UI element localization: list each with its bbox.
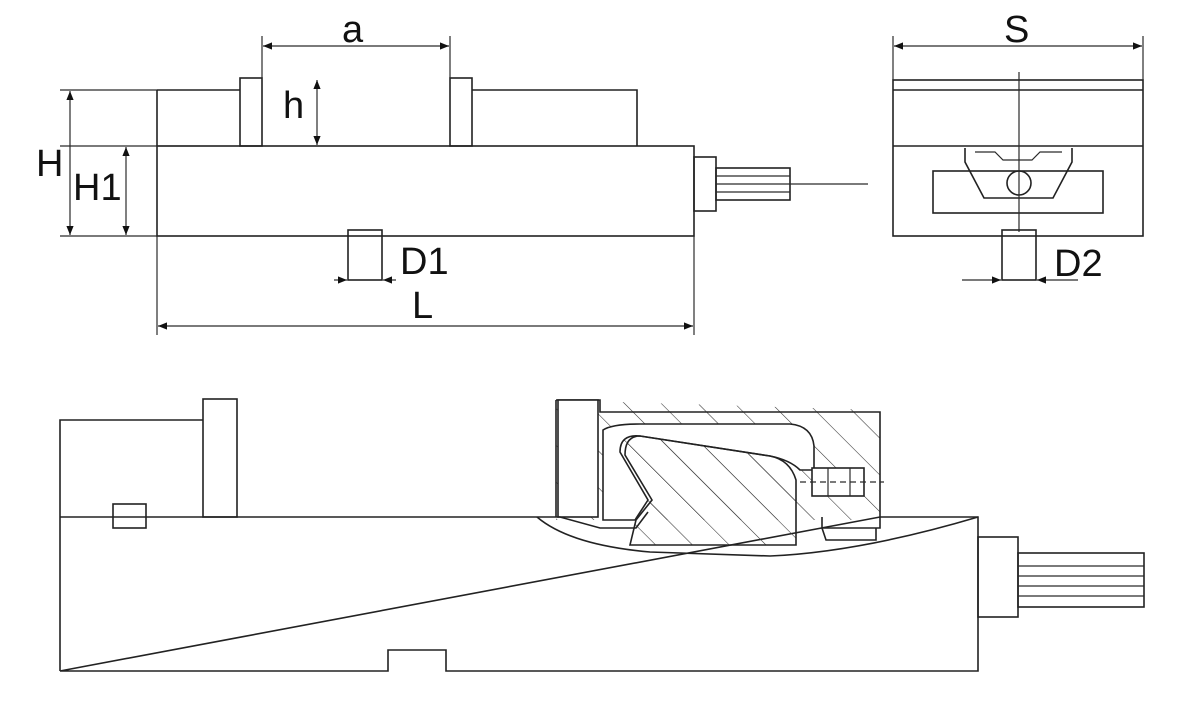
fixed-jaw-plate-section bbox=[202, 398, 238, 518]
moving-jaw-plate bbox=[449, 77, 473, 147]
label-L: L bbox=[412, 285, 433, 327]
jaw-cavity bbox=[602, 423, 815, 521]
label-h: h bbox=[283, 85, 304, 127]
moving-jaw-body bbox=[472, 89, 638, 146]
label-a: a bbox=[342, 9, 364, 51]
key-d2 bbox=[1001, 229, 1037, 281]
end-view-dimensions bbox=[894, 42, 1142, 284]
label-D2: D2 bbox=[1054, 243, 1103, 285]
label-S: S bbox=[1004, 9, 1029, 51]
end-view-outline bbox=[892, 79, 1144, 237]
cutaway-arc bbox=[536, 516, 979, 557]
side-view bbox=[60, 36, 868, 335]
wedge bbox=[624, 435, 797, 546]
fixed-jaw-plate bbox=[239, 77, 263, 147]
side-view-dimensions bbox=[66, 42, 693, 330]
dimension-labels: a h H H1 D1 L S D2 bbox=[36, 9, 1103, 327]
end-view bbox=[892, 36, 1144, 281]
set-screw bbox=[811, 467, 865, 497]
moving-jaw-plate-section bbox=[557, 399, 599, 518]
key-section bbox=[112, 503, 147, 529]
spindle-collar bbox=[693, 156, 717, 212]
side-view-body bbox=[156, 145, 695, 237]
label-H: H bbox=[36, 143, 63, 185]
section-view bbox=[59, 398, 1145, 672]
label-D1: D1 bbox=[400, 241, 449, 283]
spindle-collar-section bbox=[977, 536, 1019, 618]
fixed-jaw-block bbox=[59, 419, 203, 517]
label-H1: H1 bbox=[73, 167, 122, 209]
slide-block bbox=[932, 170, 1104, 214]
key-d1 bbox=[347, 229, 383, 281]
spindle-shaft-section bbox=[1017, 552, 1145, 608]
